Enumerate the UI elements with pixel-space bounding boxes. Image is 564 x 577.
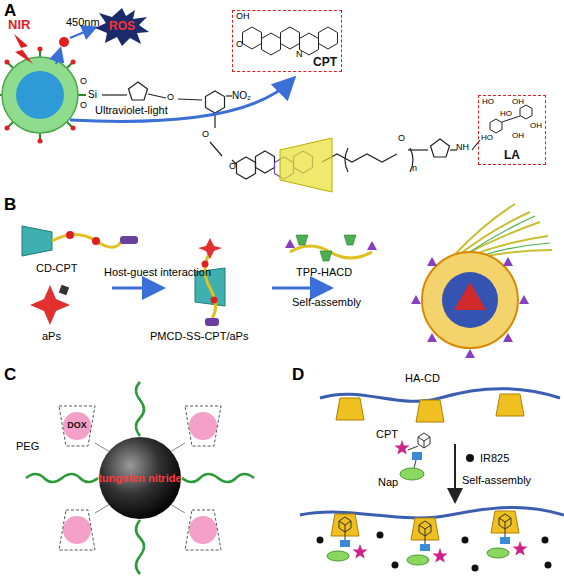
atom-label: O bbox=[202, 130, 209, 140]
cd-bells bbox=[336, 394, 524, 422]
atom-label: HO bbox=[482, 98, 494, 107]
peg-chains bbox=[26, 382, 254, 574]
dox-cup: DOX bbox=[57, 404, 97, 448]
light-label: NIR bbox=[8, 18, 30, 32]
process-arrow bbox=[272, 287, 328, 290]
atom-label: N bbox=[296, 50, 303, 60]
light-label: Ultraviolet-light bbox=[95, 104, 168, 116]
component-label: aPs bbox=[42, 330, 61, 342]
atom-label: O bbox=[80, 101, 87, 111]
ros-arrow bbox=[70, 28, 94, 38]
component-label: Nap bbox=[378, 476, 398, 488]
atom-label: O bbox=[80, 77, 87, 87]
cpt-nap-conjugate bbox=[394, 433, 430, 480]
process-label: Host-guest interaction bbox=[104, 266, 211, 278]
atom-label: Si bbox=[88, 89, 97, 100]
component-label: IR825 bbox=[480, 452, 509, 464]
atom-label: NO₂ bbox=[232, 90, 251, 101]
nir-bolt bbox=[14, 34, 33, 64]
component-label: CD-CPT bbox=[36, 262, 78, 274]
component-label: HA-CD bbox=[405, 372, 440, 384]
atom-label: O bbox=[236, 40, 243, 50]
component-label: TPP-HACD bbox=[296, 266, 352, 278]
cd-cups bbox=[59, 406, 221, 550]
atom-label: OH bbox=[530, 122, 542, 131]
panel-letter: C bbox=[4, 366, 16, 385]
atom-label: NH bbox=[456, 143, 469, 153]
pmcd-complex bbox=[195, 238, 225, 326]
atom-label: OH bbox=[512, 98, 524, 107]
cyclodextrin-cone bbox=[280, 138, 332, 192]
cd-cpt-conjugate bbox=[22, 226, 138, 256]
node-text: CPT bbox=[313, 56, 337, 69]
assembled-nanoparticle bbox=[411, 204, 552, 358]
panel-letter: D bbox=[292, 366, 304, 385]
atom-label: HO bbox=[481, 134, 493, 143]
emission-arrow bbox=[56, 50, 60, 64]
tpp-hacd-chain bbox=[285, 235, 377, 261]
repeat-label: n bbox=[412, 164, 417, 174]
atom-label: OH bbox=[512, 132, 524, 141]
tungsten-nitride-core: tungsten nitride bbox=[98, 436, 182, 520]
atom-label: O bbox=[398, 134, 405, 144]
aps-prodrug bbox=[30, 285, 70, 325]
process-label: Self-assembly bbox=[292, 296, 361, 308]
component-label: PMCD-SS-CPT/aPs bbox=[150, 330, 248, 342]
atom-label: O bbox=[229, 162, 236, 172]
ros-burst: ROS bbox=[95, 8, 149, 46]
node-text: ROS bbox=[109, 20, 135, 33]
node-text: tungsten nitride bbox=[98, 472, 181, 484]
wavelength-label: 450nm bbox=[66, 16, 100, 28]
component-label: CPT bbox=[376, 428, 398, 440]
process-arrow bbox=[112, 287, 160, 290]
atom-label: HO bbox=[500, 110, 512, 119]
upconversion-particle bbox=[0, 47, 86, 144]
atom-label: OH bbox=[236, 12, 250, 22]
ir825-dot bbox=[466, 454, 474, 462]
panel-letter: B bbox=[4, 196, 16, 215]
process-label: Self-assembly bbox=[462, 474, 531, 486]
lactobionic-structure bbox=[490, 105, 532, 133]
cpt-structure bbox=[243, 27, 338, 55]
photosensitizer-dot bbox=[59, 37, 69, 47]
node-text: LA bbox=[504, 149, 520, 162]
component-label: PEG bbox=[16, 440, 39, 452]
assembled-complexes bbox=[317, 511, 552, 572]
uv-arrow bbox=[70, 80, 292, 121]
atom-label: O bbox=[167, 93, 174, 103]
node-text: DOX bbox=[67, 421, 87, 431]
process-arrow bbox=[454, 444, 456, 500]
